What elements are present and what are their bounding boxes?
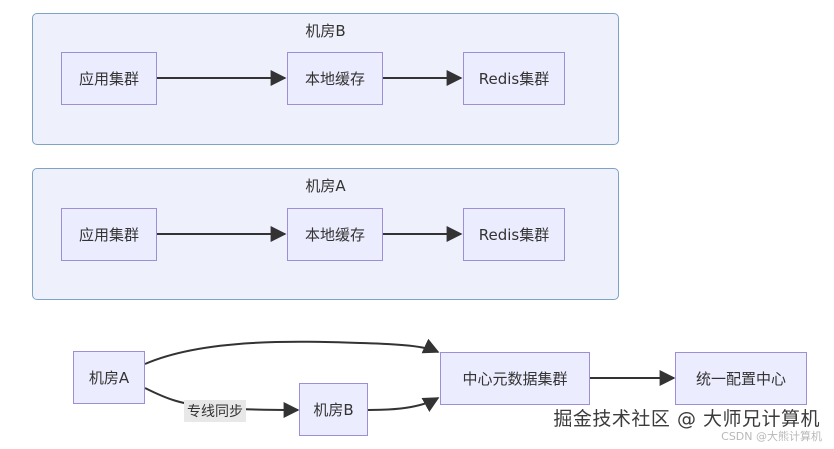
watermark: 掘金技术社区 @ 大师兄计算机 (553, 408, 820, 430)
edge-room-a-to-meta (144, 338, 440, 365)
node-b-local-cache: 本地缓存 (287, 52, 383, 105)
node-room-a: 机房A (73, 351, 145, 404)
edge-room-b-to-meta (367, 397, 440, 412)
node-central-metadata-cluster: 中心元数据集群 (440, 352, 590, 405)
cluster-room-b-title: 机房B (305, 22, 346, 40)
cluster-room-a-title: 机房A (305, 177, 346, 195)
watermark-sub: CSDN @大熊计算机 (721, 430, 822, 443)
node-unified-config-center: 统一配置中心 (675, 352, 807, 405)
edge-label-dedicated-sync: 专线同步 (184, 400, 246, 422)
node-a-local-cache: 本地缓存 (287, 208, 383, 261)
node-room-b: 机房B (299, 383, 368, 436)
node-a-app-cluster: 应用集群 (61, 208, 157, 261)
node-b-redis-cluster: Redis集群 (463, 52, 565, 105)
node-b-app-cluster: 应用集群 (61, 52, 157, 105)
node-a-redis-cluster: Redis集群 (463, 208, 565, 261)
